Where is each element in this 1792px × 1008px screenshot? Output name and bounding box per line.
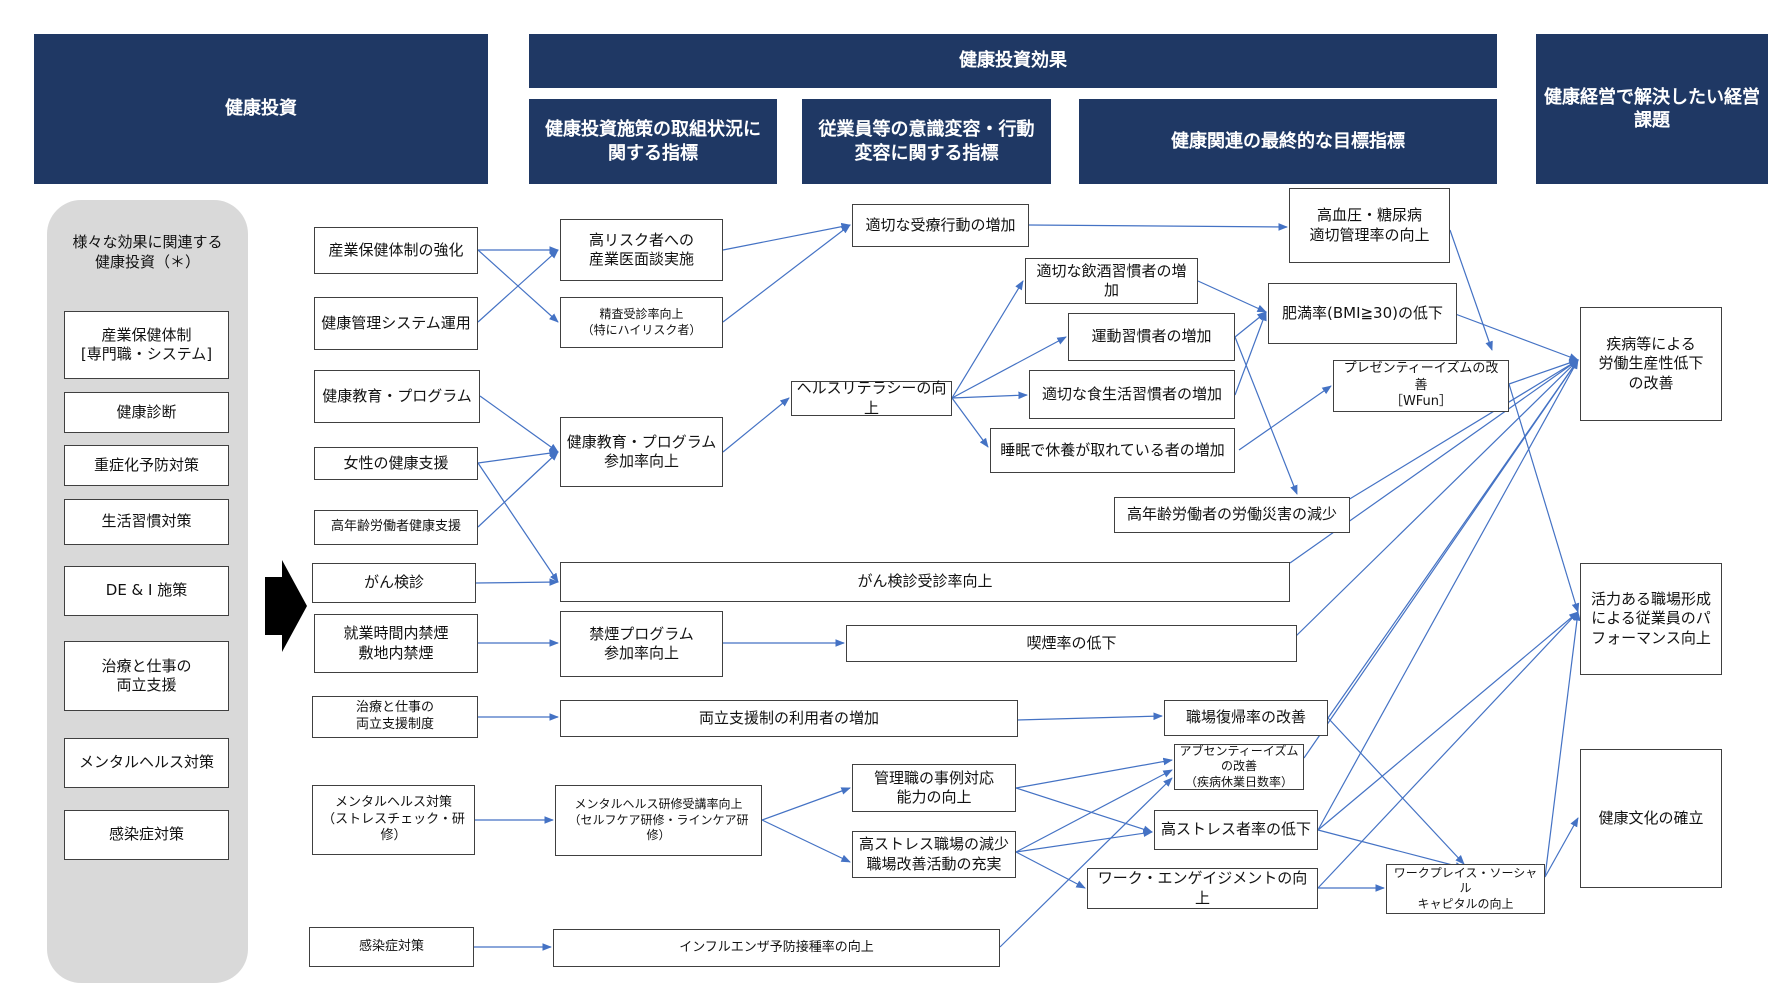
- inv-infection-control: 感染症対策: [309, 927, 474, 967]
- inv-health-mgmt-system: 健康管理システム運用: [314, 297, 478, 350]
- inv-treatment-work-support: 治療と仕事の 両立支援制度: [312, 696, 478, 738]
- goal-presenteeism: プレゼンティーイズムの改善 ［WFun］: [1333, 360, 1509, 412]
- category-health-checkup: 健康診断: [64, 392, 229, 433]
- goal-hypertension-diabetes: 高血圧・糖尿病 適切管理率の向上: [1289, 188, 1450, 263]
- behavior-diet: 適切な食生活習慣者の増加: [1029, 370, 1235, 419]
- big-right-arrow-icon: [265, 560, 307, 652]
- header-goals: 健康関連の最終的な目標指標: [1079, 99, 1497, 184]
- inv-elderly-health: 高年齢労働者健康支援: [314, 510, 478, 545]
- inv-smoking-ban: 就業時間内禁煙 敷地内禁煙: [314, 614, 478, 673]
- measure-cancer-screening-rate: がん検診受診率向上: [560, 562, 1290, 602]
- measure-detailed-exam-rate: 精査受診率向上 （特にハイリスク者）: [560, 297, 723, 348]
- issue-workplace-vitality: 活力ある職場形成 による従業員のパ フォーマンス向上: [1580, 563, 1722, 675]
- header-investment: 健康投資: [34, 34, 488, 184]
- measure-education-participation: 健康教育・プログラム 参加率向上: [560, 417, 723, 487]
- goal-absenteeism: アブセンティーイズムの改善 （疾病休業日数率）: [1174, 744, 1304, 790]
- measure-mh-training-rate: メンタルヘルス研修受講率向上 （セルフケア研修・ラインケア研修）: [555, 785, 762, 856]
- behavior-manager-capability: 管理職の事例対応 能力の向上: [852, 764, 1016, 812]
- goal-elderly-accidents: 高年齢労働者の労働災害の減少: [1114, 497, 1350, 533]
- behavior-drinking: 適切な飲酒習慣者の増加: [1025, 258, 1198, 304]
- category-infection: 感染症対策: [64, 810, 229, 860]
- issue-productivity: 疾病等による 労働生産性低下 の改善: [1580, 307, 1722, 421]
- header-effect: 健康投資効果: [529, 34, 1497, 88]
- header-issues: 健康経営で解決したい経営 課題: [1536, 34, 1768, 184]
- goal-high-stress-rate: 高ストレス者率の低下: [1154, 810, 1318, 850]
- goal-social-capital: ワークプレイス・ソーシャル キャピタルの向上: [1386, 864, 1545, 914]
- behavior-health-literacy: ヘルスリテラシーの向上: [791, 379, 952, 417]
- category-occupational-health: 産業保健体制 [専門職・システム]: [64, 311, 229, 379]
- goal-obesity-rate: 肥満率(BMI≧30)の低下: [1268, 283, 1457, 344]
- measure-high-risk-interview: 高リスク者への 産業医面談実施: [560, 219, 723, 281]
- behavior-high-stress-workplace: 高ストレス職場の減少 職場改善活動の充実: [852, 831, 1016, 878]
- goal-work-engagement: ワーク・エンゲイジメントの向上: [1087, 868, 1318, 909]
- category-treatment-work: 治療と仕事の 両立支援: [64, 641, 229, 711]
- issue-health-culture: 健康文化の確立: [1580, 749, 1722, 888]
- category-dei: DE & I 施策: [64, 566, 229, 616]
- category-mental-health: メンタルヘルス対策: [64, 738, 229, 788]
- category-severity-prevention: 重症化予防対策: [64, 445, 229, 486]
- goal-return-to-work: 職場復帰率の改善: [1164, 700, 1328, 736]
- measure-smoking-program: 禁煙プログラム 参加率向上: [560, 611, 723, 677]
- behavior-smoking-rate: 喫煙率の低下: [846, 625, 1297, 662]
- behavior-appropriate-care: 適切な受療行動の増加: [852, 204, 1029, 247]
- category-lifestyle: 生活習慣対策: [64, 499, 229, 545]
- inv-cancer-screening: がん検診: [312, 563, 476, 603]
- inv-occupational-health: 産業保健体制の強化: [314, 227, 478, 274]
- inv-women-health: 女性の健康支援: [314, 447, 478, 480]
- behavior-exercise: 運動習慣者の増加: [1068, 313, 1235, 361]
- measure-support-users: 両立支援制の利用者の増加: [560, 700, 1018, 737]
- inv-health-education: 健康教育・プログラム: [314, 370, 480, 423]
- panel-title: 様々な効果に関連する 健康投資（＊）: [72, 233, 223, 272]
- behavior-sleep: 睡眠で休養が取れている者の増加: [990, 428, 1235, 473]
- measure-flu-vaccination: インフルエンザ予防接種率の向上: [553, 929, 1000, 967]
- header-behavior: 従業員等の意識変容・行動 変容に関する指標: [802, 99, 1051, 184]
- inv-mental-health: メンタルヘルス対策 （ストレスチェック・研修）: [312, 785, 475, 855]
- header-measures: 健康投資施策の取組状況に 関する指標: [529, 99, 777, 184]
